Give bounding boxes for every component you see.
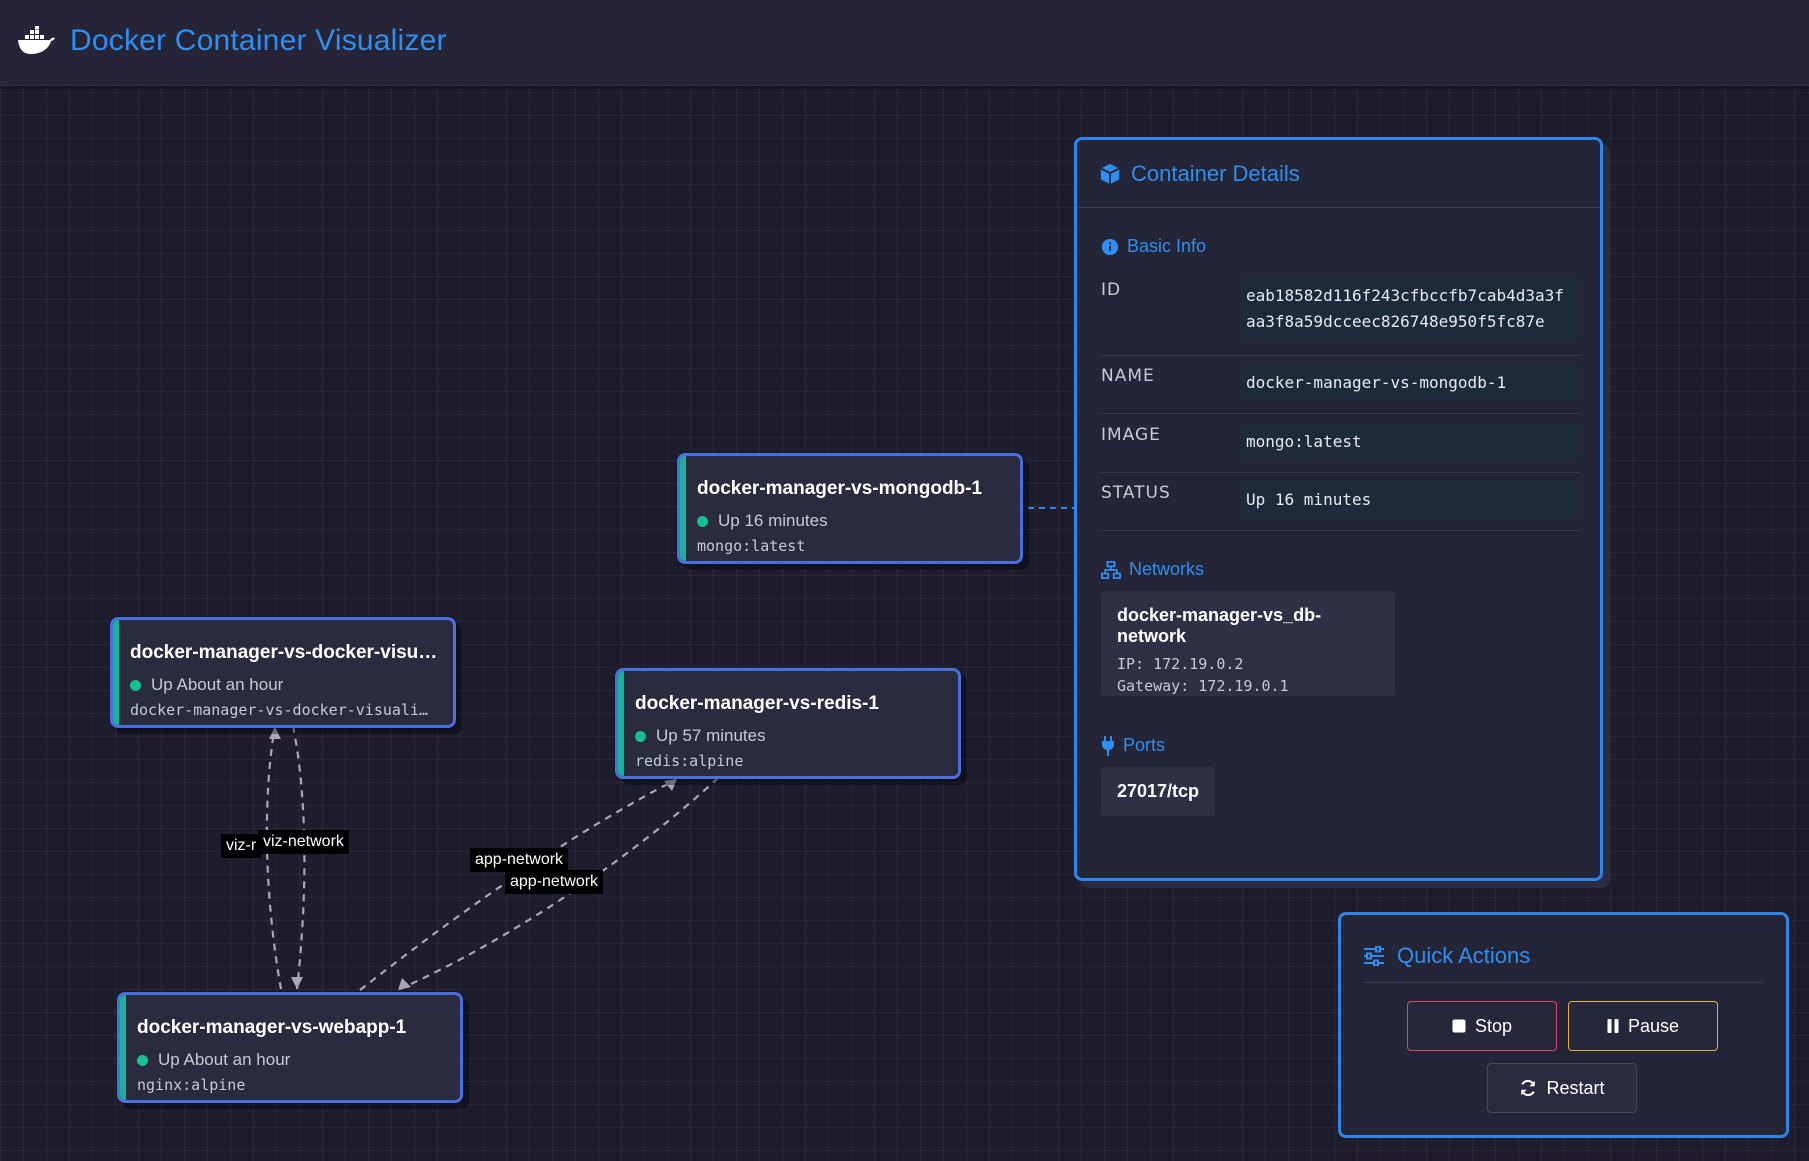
container-node-mongodb[interactable]: docker-manager-vs-mongodb-1 Up 16 minute… [677,453,1023,564]
status-dot [137,1054,148,1066]
networks-heading: Networks [1101,559,1204,580]
container-status-text: Up About an hour [151,675,284,694]
container-status-text: Up 16 minutes [718,511,828,530]
network-ip: IP: 172.19.0.2 [1117,655,1244,673]
container-image: nginx:alpine [137,1076,246,1094]
quick-actions-title: Quick Actions [1397,943,1531,968]
network-icon [1101,560,1121,579]
pause-icon [1607,1019,1619,1033]
container-status: Up 57 minutes [635,726,766,746]
info-row-id: ID eab18582d116f243cfbccfb7cab4d3a3faa3f… [1101,277,1581,356]
info-value-id[interactable]: eab18582d116f243cfbccfb7cab4d3a3faa3f8a5… [1239,277,1580,341]
arrow-viz-down [291,977,303,989]
info-value-name[interactable]: docker-manager-vs-mongodb-1 [1239,364,1580,402]
ports-title: Ports [1123,735,1166,755]
info-row-image: IMAGE mongo:latest [1101,423,1581,473]
info-key: IMAGE [1101,425,1161,445]
arrow-app-down [398,978,411,990]
info-value-status[interactable]: Up 16 minutes [1239,481,1580,519]
basic-info-heading: Basic Info [1101,236,1206,257]
edge-label-viz-network-a: viz-r [221,834,262,858]
edge-label-app-network-b: app-network [505,870,604,894]
container-name: docker-manager-vs-docker-visua... [130,642,441,663]
stop-icon [1452,1019,1466,1033]
stop-button[interactable]: Stop [1407,1001,1557,1051]
stop-label: Stop [1474,1015,1513,1036]
info-key: NAME [1101,366,1155,386]
info-row-name: NAME docker-manager-vs-mongodb-1 [1101,364,1581,414]
status-dot [635,730,646,742]
quick-actions-header: Quick Actions [1363,943,1530,969]
edge-viz-network-down [291,725,306,990]
app-title: Docker Container Visualizer [70,24,447,57]
status-dot [130,679,141,691]
app-header: Docker Container Visualizer [0,0,1809,86]
info-key: ID [1101,280,1122,300]
network-card[interactable]: docker-manager-vs_db-network IP: 172.19.… [1101,591,1395,696]
quick-actions-panel: Quick Actions Stop Pause Restart [1338,912,1789,1138]
info-key: STATUS [1101,483,1171,503]
info-icon [1101,238,1119,255]
info-value-image[interactable]: mongo:latest [1239,423,1580,461]
network-name: docker-manager-vs_db-network [1117,605,1322,646]
container-status-text: Up About an hour [158,1050,291,1069]
sliders-icon [1364,946,1384,966]
container-details-panel: Container Details Basic Info ID eab18582… [1074,137,1603,881]
pause-label: Pause [1627,1015,1680,1036]
edge-label-app-network-a: app-network [470,848,569,872]
container-name: docker-manager-vs-redis-1 [635,693,879,714]
docker-whale-icon [18,26,55,54]
container-status-text: Up 57 minutes [656,726,766,745]
plug-icon [1102,735,1114,756]
quick-actions-divider [1363,982,1764,983]
arrow-app-up [664,779,677,791]
container-name: docker-manager-vs-webapp-1 [137,1017,407,1038]
container-image: redis:alpine [635,752,744,770]
container-image: mongo:latest [697,537,806,555]
network-gateway: Gateway: 172.19.0.1 [1117,677,1289,695]
arrow-viz-up [269,727,281,739]
container-image: docker-manager-vs-docker-visuali… [130,701,429,719]
container-status: Up About an hour [130,675,283,695]
ports-heading: Ports [1101,735,1165,756]
edge-viz-network-up [265,725,283,990]
container-status: Up 16 minutes [697,511,828,531]
networks-title: Networks [1129,559,1205,579]
edge-label-viz-network-b: viz-network [258,830,349,854]
status-dot [697,515,708,527]
details-header: Container Details [1077,140,1600,208]
refresh-icon [1521,1079,1536,1097]
details-title: Container Details [1131,160,1300,186]
container-name: docker-manager-vs-mongodb-1 [697,478,983,499]
container-node-visualizer[interactable]: docker-manager-vs-docker-visua... Up Abo… [110,617,456,728]
restart-button[interactable]: Restart [1487,1063,1637,1113]
pause-button[interactable]: Pause [1568,1001,1718,1051]
container-node-redis[interactable]: docker-manager-vs-redis-1 Up 57 minutes … [615,668,961,779]
cube-icon [1100,163,1120,184]
port-chip: 27017/tcp [1101,767,1216,816]
container-node-webapp[interactable]: docker-manager-vs-webapp-1 Up About an h… [117,992,463,1103]
basic-info-title: Basic Info [1127,236,1207,256]
container-status: Up About an hour [137,1050,290,1070]
restart-label: Restart [1546,1077,1605,1098]
info-row-status: STATUS Up 16 minutes [1101,481,1581,531]
